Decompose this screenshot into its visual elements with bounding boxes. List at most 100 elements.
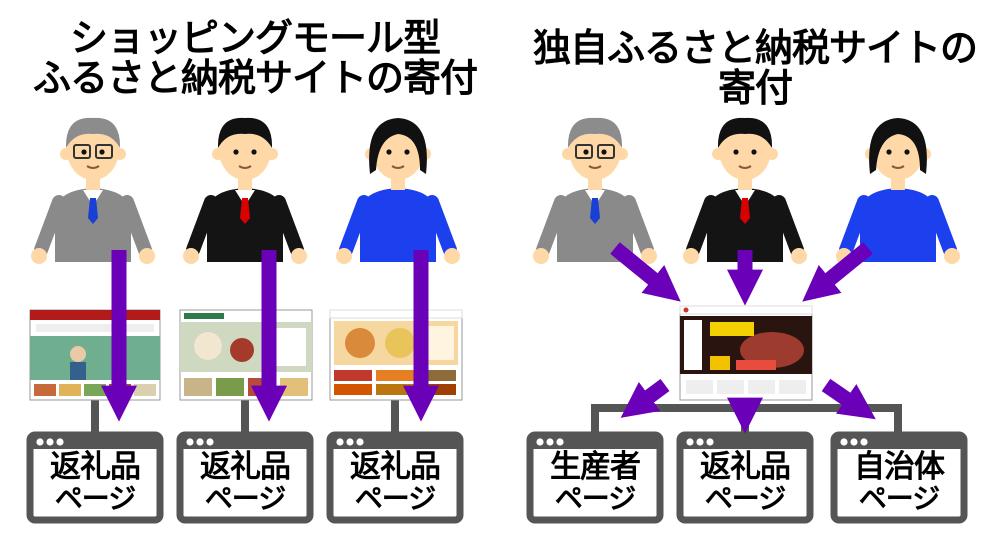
person-hand <box>791 248 807 264</box>
site-mall-3-tile <box>376 384 414 395</box>
arrow-to-municipality <box>821 378 876 420</box>
person-eye <box>233 149 239 155</box>
arrow-to-site-3 <box>802 242 873 302</box>
person-glasses <box>73 144 91 159</box>
person-tie <box>240 198 250 224</box>
person-tie <box>590 198 600 224</box>
site-own-hero-meat <box>740 332 804 368</box>
site-mall-1-hero <box>30 336 160 380</box>
person-torso <box>360 188 436 262</box>
person-hair <box>65 117 121 148</box>
person-eye <box>386 149 392 155</box>
page-label-left-1: 返礼品 ページ <box>50 449 141 515</box>
site-mall-3-hero-dish <box>345 328 375 358</box>
site-own-hero-banner <box>710 322 754 336</box>
person-mouth <box>86 165 100 169</box>
site-own-hero-side <box>684 320 702 370</box>
page-box-right-1-window-dot <box>556 438 564 446</box>
site-own-tile <box>686 380 713 394</box>
site-own <box>679 305 813 401</box>
arrow-to-site-1 <box>610 242 681 302</box>
site-mall-1-hero-person <box>70 346 86 362</box>
person-torso <box>860 188 936 262</box>
page-box-right-2-titlebar <box>680 435 810 449</box>
site-mall-3-hero-dish <box>385 328 415 358</box>
site-mall-1-header <box>30 310 160 320</box>
person-ear <box>616 148 628 160</box>
person-ear <box>266 148 278 160</box>
site-own-tile <box>748 380 775 394</box>
person-hair <box>369 118 427 174</box>
person-hand <box>31 248 47 264</box>
person-eye <box>583 149 589 155</box>
page-box-right-3 <box>830 431 968 524</box>
site-mall-3 <box>329 309 463 401</box>
person-eye <box>99 149 105 155</box>
site-mall-3-header <box>329 309 463 319</box>
page-box-left-2-titlebar <box>180 435 310 449</box>
person-hair <box>567 117 623 148</box>
page-box-left-2 <box>176 431 314 524</box>
person-ear <box>60 148 72 160</box>
site-own-hero-badge <box>710 356 730 370</box>
person-mouth <box>391 165 405 169</box>
site-mall-1-hero-body <box>70 362 86 380</box>
page-box-left-1-titlebar <box>30 435 160 449</box>
page-box-right-3-window-dot <box>850 438 858 446</box>
page-box-left-2-window-dot <box>196 438 204 446</box>
person-torso <box>557 188 633 262</box>
page-box-left-1 <box>26 431 164 524</box>
site-own-tile <box>779 380 806 394</box>
site-mall-1-tile <box>34 384 56 396</box>
person-hand <box>683 248 699 264</box>
site-mall-2-hero-food <box>194 332 222 360</box>
page-box-left-2-window-dot <box>206 438 214 446</box>
person-eye <box>751 149 757 155</box>
person-eye <box>886 149 892 155</box>
person-ear <box>712 148 724 160</box>
person-eye <box>251 149 257 155</box>
site-mall-1-search <box>36 324 154 332</box>
person-glasses <box>575 144 593 159</box>
person-hand <box>944 248 960 264</box>
person-ear <box>212 148 224 160</box>
site-own-header <box>679 305 813 315</box>
person-ear <box>562 148 574 160</box>
person-mouth <box>238 165 252 169</box>
person-hair <box>217 117 273 148</box>
person-torso <box>707 188 783 262</box>
page-label-left-3: 返礼品 ページ <box>350 449 441 515</box>
person-eye <box>81 149 87 155</box>
page-box-right-3-window-dot <box>860 438 868 446</box>
page-box-left-1-window-dot <box>46 438 54 446</box>
person-hand <box>183 248 199 264</box>
person-hand <box>139 248 155 264</box>
page-box-left-3-window-dot <box>336 438 344 446</box>
site-mall-1-tile <box>134 384 156 396</box>
page-label-municipality: 自治体 ページ <box>854 449 945 515</box>
page-box-right-1-window-dot <box>536 438 544 446</box>
site-mall-2-tile <box>184 378 212 396</box>
page-box-left-1-window-dot <box>56 438 64 446</box>
site-mall-2-hero-food <box>230 338 254 362</box>
person-hair <box>869 118 927 174</box>
arrow-to-producer <box>620 378 670 418</box>
site-own-hero-price <box>736 360 776 370</box>
person-hand <box>291 248 307 264</box>
person-eye <box>601 149 607 155</box>
page-label-left-2: 返礼品 ページ <box>200 449 291 515</box>
site-mall-3-hero-banner <box>426 326 454 360</box>
site-own-tile <box>717 380 744 394</box>
site-mall-2-tile <box>216 378 244 396</box>
person-torso <box>207 188 283 262</box>
title-own-site: 独自ふるさと納税サイトの 寄付 <box>532 26 978 110</box>
page-box-right-2 <box>676 431 814 524</box>
person-hand <box>533 248 549 264</box>
person-tie <box>88 198 98 224</box>
page-box-left-3-window-dot <box>356 438 364 446</box>
page-box-left-1-window-dot <box>36 438 44 446</box>
page-box-right-1-window-dot <box>546 438 554 446</box>
page-box-left-2-window-dot <box>186 438 194 446</box>
person-torso <box>55 188 131 262</box>
